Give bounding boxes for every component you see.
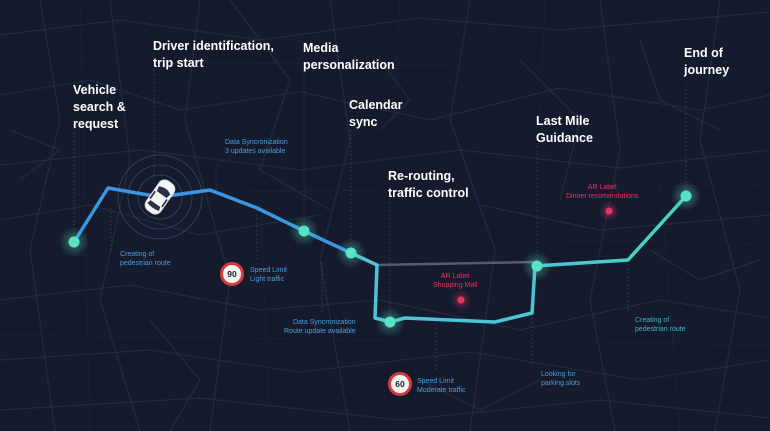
waypoint-last-mile[interactable] [531,260,543,272]
stage-title-media-personalization: Media personalization [303,41,395,72]
waypoint-vehicle-search[interactable] [68,236,80,248]
annotation-data-sync-updates: Data Syncronization 3 updates available [225,139,288,155]
waypoint-media[interactable] [298,225,310,237]
speed-limit-sign-icon: 90 [220,262,244,286]
stage-title-calendar-sync: Calendar sync [349,98,403,129]
ar-marker-icon[interactable] [451,290,471,310]
annotation-speed-light-traffic: Speed Limit Light traffic [250,267,287,283]
car-icon[interactable] [142,177,177,217]
stage-title-end-of-journey: End of journey [684,46,730,77]
annotation-speed-moderate-traffic: Speed Limit Moderate traffic [417,378,466,394]
stage-title-rerouting: Re-routing, traffic control [388,169,469,200]
waypoint-rerouting[interactable] [384,316,396,328]
annotation-ar-shopping-mall: AR Label Shopping Mall [433,273,478,289]
route-segment-last-mile [533,194,688,268]
waypoint-end[interactable] [680,190,692,202]
original-route-road [350,251,536,267]
annotation-pedestrian-route-end: Creating of pedestrian route [635,317,686,333]
annotation-ar-dinner: AR Label Dinner recomendations [566,184,639,200]
ar-marker-icon[interactable] [599,201,619,221]
stage-title-vehicle-search: Vehicle search & request [73,83,126,131]
waypoint-calendar[interactable] [345,247,357,259]
annotation-connectors [73,70,687,370]
annotation-parking-slots: Looking for parking slots [541,371,581,387]
annotation-pedestrian-route-start: Creating of pedestrian route [120,251,171,267]
stage-title-driver-identification: Driver identification, trip start [153,39,274,70]
annotation-data-sync-route: Data Syncronization Route update availab… [284,319,356,335]
vehicle-radar-rings [117,154,203,240]
stage-title-last-mile: Last Mile Guidance [536,114,593,145]
speed-limit-sign-icon: 60 [388,372,412,396]
